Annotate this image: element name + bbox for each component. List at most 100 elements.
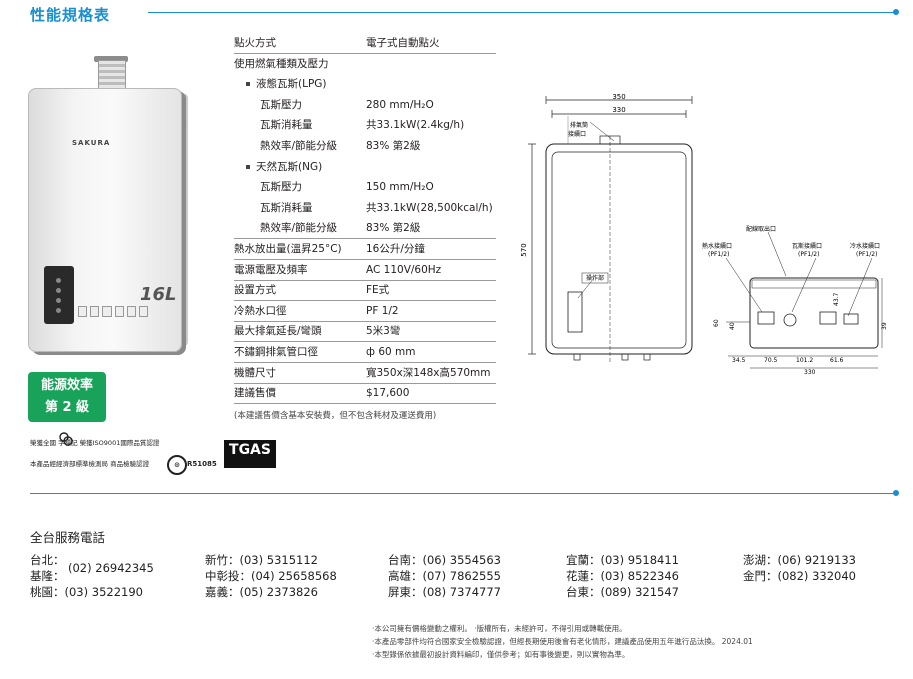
spec-row: 冷熱水口徑 PF 1/2 [234, 301, 496, 322]
spec-row: 點火方式 電子式自動點火 [234, 33, 496, 54]
heater-side [178, 94, 188, 346]
feature-icons [78, 306, 149, 318]
cold-water-label: 冷水接續口 [850, 242, 880, 250]
spec-label: 最大排氣延長/彎頭 [234, 325, 322, 338]
spec-row: 天然瓦斯(NG) [234, 157, 496, 177]
spec-label: 熱效率/節能分級 [260, 222, 338, 235]
spec-value: 電子式自動點火 [366, 37, 440, 49]
spec-label: 瓦斯壓力 [260, 98, 302, 111]
spec-row: 最大排氣延長/彎頭 5米3彎 [234, 321, 496, 343]
spec-label: 設置方式 [234, 284, 276, 297]
svg-text:60: 60 [713, 319, 720, 327]
tgas-logo: TGAS [224, 440, 276, 468]
cert-line-2: 本產品經經濟部標準檢測局 商品檢驗認證 [30, 460, 150, 468]
spec-value: AC 110V/60Hz [366, 263, 442, 276]
spec-value: $17,600 [366, 387, 410, 400]
spec-value: ф 60 mm [366, 346, 416, 358]
spec-value: 寬350x深148x高570mm [366, 366, 491, 379]
title-divider-dot [893, 9, 899, 15]
efficiency-badge: 能源效率 第 2 級 [28, 372, 106, 422]
spec-label: 瓦斯消耗量 [260, 201, 313, 214]
spec-value: 150 mm/H₂O [366, 181, 434, 194]
svg-text:101.2: 101.2 [796, 357, 813, 364]
spec-row: 熱效率/節能分級 83% 第2級 [234, 136, 496, 156]
spec-value: PF 1/2 [366, 304, 399, 317]
wire-exit-label: 配線取出口 [746, 225, 776, 233]
capacity-mark: 16L [140, 284, 177, 305]
service-col-4: 宜蘭：(03) 9518411 花蓮：(03) 8522346 台東：(089)… [566, 553, 679, 599]
spec-row: 瓦斯消耗量 共33.1kW(28,500kcal/h) [234, 198, 496, 218]
spec-label: 冷熱水口徑 [234, 304, 287, 317]
bottom-dimension-diagram: 配線取出口 熱水接續口 (PF1/2) 瓦斯接續口 (PF1/2) 冷水接續口 … [702, 225, 888, 376]
spec-value: 5米3彎 [366, 325, 401, 338]
spec-row: 液態瓦斯(LPG) [234, 74, 496, 94]
cold-water-sub: (PF1/2) [856, 251, 877, 258]
section-divider [30, 493, 894, 494]
bsmi-mark-icon: ⊙ [167, 455, 187, 475]
spec-row: 電源電壓及頻率 AC 110V/60Hz [234, 260, 496, 281]
spec-label: 熱水放出量(溫昇25°C) [234, 243, 342, 255]
spec-value: FE式 [366, 284, 390, 297]
service-col-3: 台南：(06) 3554563 高雄：(07) 7862555 屏東：(08) … [388, 553, 501, 599]
spec-row: 設置方式 FE式 [234, 280, 496, 302]
efficiency-badge-line1: 能源效率 [40, 378, 93, 393]
spec-row: 熱水放出量(溫昇25°C) 16公升/分鐘 [234, 239, 496, 260]
spec-label: 機體尺寸 [234, 366, 276, 379]
section-title: 性能規格表 [30, 6, 111, 24]
dim-330: 330 [612, 106, 625, 114]
dim-350: 350 [612, 93, 625, 101]
title-divider [148, 12, 896, 13]
footnote-1: ·本公司擁有價格變動之權利。 ·版權所有，未經許可，不得引用或轉載使用。 [372, 624, 627, 633]
spec-label: 液態瓦斯(LPG) [246, 74, 327, 94]
spec-label: 電源電壓及頻率 [234, 263, 308, 276]
spec-label: 瓦斯壓力 [260, 181, 302, 194]
svg-text:40: 40 [729, 322, 736, 330]
svg-text:330: 330 [804, 369, 816, 376]
spec-label: 建議售價 [234, 387, 276, 400]
price-note: (本建議售價含基本安裝費，但不包含耗材及運送費用) [234, 411, 437, 421]
svg-text:61.6: 61.6 [830, 357, 844, 364]
spec-value: 83% 第2級 [366, 140, 421, 152]
service-title: 全台服務電話 [30, 530, 106, 545]
spec-label: 熱效率/節能分級 [260, 140, 338, 152]
cert-line-1: 榮獲全國 字標記 榮獲ISO9001國際品質認證 [30, 439, 160, 447]
efficiency-badge-line2: 第 2 級 [44, 400, 90, 415]
brand-logo: SAKURA [72, 139, 111, 147]
hot-water-label: 熱水接續口 [702, 242, 732, 250]
spec-label: 點火方式 [234, 37, 276, 49]
spec-row: 機體尺寸 寬350x深148x高570mm [234, 363, 496, 384]
spec-label: 瓦斯消耗量 [260, 119, 313, 132]
hot-water-sub: (PF1/2) [708, 251, 729, 258]
spec-label: 不鏽鋼排氣管口徑 [234, 346, 318, 358]
spec-row: 不鏽鋼排氣管口徑 ф 60 mm [234, 342, 496, 363]
spec-row: 建議售價 $17,600 [234, 383, 496, 405]
control-panel [44, 266, 74, 324]
spec-row: 瓦斯消耗量 共33.1kW(2.4kg/h) [234, 115, 496, 135]
spec-value: 共33.1kW(28,500kcal/h) [366, 201, 493, 214]
bullet-icon [246, 164, 250, 169]
section-divider-dot [893, 490, 899, 496]
service-col-1: 台北： 基隆： 桃園：(03) 3522190 [30, 553, 143, 599]
spec-value: 共33.1kW(2.4kg/h) [366, 119, 465, 132]
svg-text:34.5: 34.5 [732, 357, 746, 364]
footnotes: ·本公司擁有價格變動之權利。 ·版權所有，未經許可，不得引用或轉載使用。 ·本產… [372, 622, 753, 661]
spec-label: 天然瓦斯(NG) [246, 157, 322, 177]
svg-text:43.7: 43.7 [833, 292, 840, 306]
spec-value: 16公升/分鐘 [366, 243, 425, 255]
spec-row: 使用燃氣種類及壓力 [234, 54, 496, 74]
footnote-2: ·本產品零部件均符合國家安全檢驗認證，但經長期使用後會有老化情形，建議產品使用五… [372, 637, 753, 646]
gas-sub: (PF1/2) [798, 251, 819, 258]
spec-label: 使用燃氣種類及壓力 [234, 57, 329, 70]
exhaust-label-1: 排氣筒 [570, 121, 588, 129]
spec-row: 瓦斯壓力 150 mm/H₂O [234, 177, 496, 197]
panel-label: 操作部 [586, 274, 604, 282]
service-col-5: 澎湖：(06) 9219133 金門：(082) 332040 [743, 553, 856, 583]
north-shared-phone: (02) 26942345 [68, 561, 154, 575]
dim-570: 570 [520, 243, 528, 256]
cns-mark-icon [59, 432, 73, 446]
bullet-icon [246, 82, 250, 87]
bsmi-code: R51085 [187, 460, 217, 468]
service-col-2: 新竹：(03) 5315112 中彰投：(04) 25658568 嘉義：(05… [205, 553, 337, 599]
